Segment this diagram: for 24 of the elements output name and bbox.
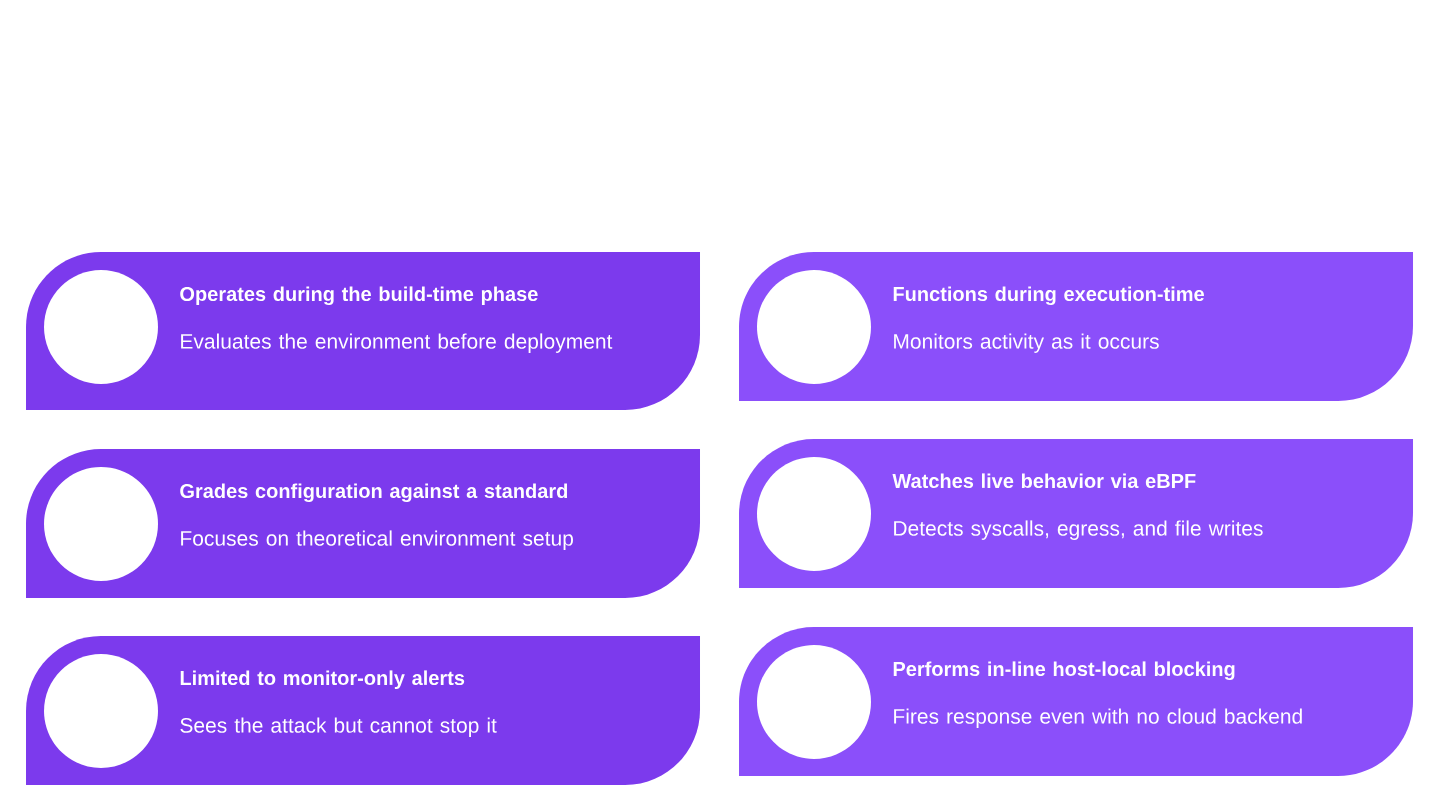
feature-card: [26, 449, 700, 598]
card-description: Detects syscalls, egress, and file writes: [894, 520, 1263, 540]
feature-card: [26, 252, 700, 410]
card-description: Fires response even with no cloud backend: [894, 708, 1302, 728]
circle: [44, 467, 158, 581]
card-description: Focuses on theoretical environment setup: [181, 530, 573, 550]
feature-card: [739, 627, 1413, 776]
card-heading: Operates during the build-time phase: [180, 286, 538, 306]
card-heading: Limited to monitor-only alerts: [180, 670, 465, 689]
card-heading: Functions during execution-time: [893, 286, 1204, 306]
circle: [757, 645, 871, 759]
card-description: Sees the attack but cannot stop it: [180, 717, 497, 737]
feature-card: [26, 636, 700, 785]
circle: [757, 270, 871, 384]
circle: [44, 654, 158, 768]
card-heading: Watches live behavior via eBPF: [892, 473, 1196, 489]
card-description: Monitors activity as it occurs: [894, 333, 1159, 353]
feature-card: [739, 252, 1413, 401]
card-description: Evaluates the environment before deployment: [181, 333, 613, 353]
circle: [757, 457, 871, 571]
card-heading: Grades configuration against a standard: [180, 483, 568, 503]
feature-card: [739, 439, 1413, 588]
card-heading: Performs in-line host-local blocking: [893, 661, 1235, 681]
circle: [44, 270, 158, 384]
